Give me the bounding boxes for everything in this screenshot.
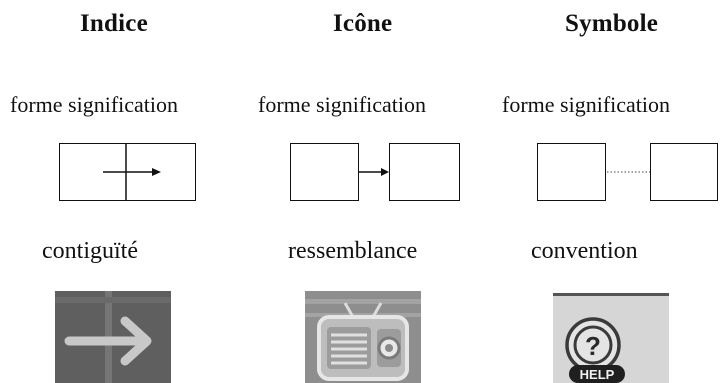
meaning-box-symbole <box>650 143 718 201</box>
labels-icone: forme signification <box>258 92 427 117</box>
arrow-icon <box>55 291 171 383</box>
heading-indice: Indice <box>80 10 148 37</box>
form-box-icone <box>290 143 359 201</box>
heading-icone: Icône <box>333 10 393 37</box>
icone-arrowhead <box>381 168 389 176</box>
help-icon: ? HELP <box>553 293 669 383</box>
help-badge-text: HELP <box>580 367 615 382</box>
meaning-box-icone <box>389 143 460 201</box>
help-question-glyph: ? <box>585 331 601 361</box>
relation-icone: ressemblance <box>288 238 418 264</box>
labels-indice: forme signification <box>10 92 179 117</box>
sign-diagram-indice <box>59 143 196 201</box>
form-box-symbole <box>537 143 606 201</box>
relation-symbole: convention <box>531 238 638 264</box>
relation-indice: contiguïté <box>42 238 138 264</box>
labels-symbole: forme signification <box>502 92 671 117</box>
heading-symbole: Symbole <box>565 10 659 37</box>
radio-icon <box>305 291 421 383</box>
indice-arrowhead <box>152 168 161 176</box>
